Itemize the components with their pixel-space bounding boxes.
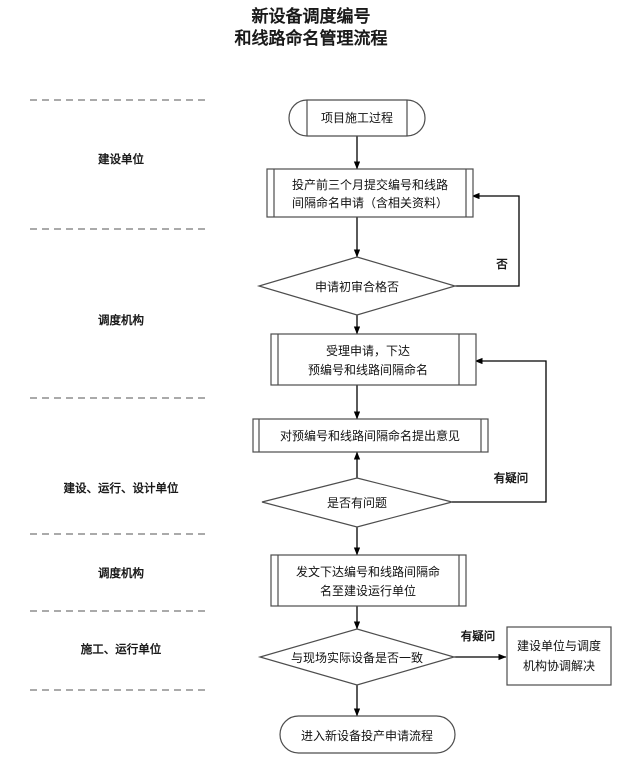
node-end-label: 进入新设备投产申请流程 [301,728,433,743]
node-issue-document[interactable]: 发文下达编号和线路间隔命 名至建设运行单位 [270,554,467,607]
edge-label-review-no: 否 [495,258,508,271]
node-submit-application-label-1: 投产前三个月提交编号和线路 [292,177,448,192]
node-coordinate-resolve-shape [506,626,612,686]
swimlane-labels: 建设单位 调度机构 建设、运行、设计单位 调度机构 施工、运行单位 [64,152,179,656]
swimlane-label-dispatch-org-2: 调度机构 [98,566,144,580]
node-start-shape [288,99,426,137]
swimlane-dividers [30,99,210,691]
node-end-shape [279,715,456,754]
swimlane-label-dispatch-org-1: 调度机构 [98,313,144,327]
node-end[interactable]: 进入新设备投产申请流程 [279,715,456,754]
node-issue-document-label-1: 发文下达编号和线路间隔命 [296,564,440,579]
swimlane-label-construction-operation: 施工、运行单位 [81,642,162,656]
node-problem-decision-label: 是否有问题 [327,496,387,510]
node-submit-application-shape [266,168,474,218]
node-accept-application-shape [270,333,477,386]
node-submit-application[interactable]: 投产前三个月提交编号和线路 间隔命名申请（含相关资料） [266,168,474,218]
node-consistency-decision[interactable]: 与现场实际设备是否一致 [257,628,457,686]
connector-review-no-loopback [455,192,520,287]
swimlane-label-construction-unit: 建设单位 [98,152,144,166]
node-coordinate-resolve-label-1: 建设单位与调度 [517,638,601,653]
connector-problem-doubt-loopback [452,357,547,503]
node-problem-decision-shape [261,477,453,528]
node-give-opinion[interactable]: 对预编号和线路间隔命名提出意见 [252,418,489,453]
node-accept-application-label-2: 预编号和线路间隔命名 [308,362,428,377]
page-title-line-2: 和线路命名管理流程 [235,28,388,48]
node-review-decision[interactable]: 申请初审合格否 [256,256,458,316]
node-coordinate-resolve-label-2: 机构协调解决 [523,658,595,673]
page-title-line-1: 新设备调度编号 [252,6,371,26]
page-title: 新设备调度编号 和线路命名管理流程 [235,6,388,48]
edge-label-consistency-doubt: 有疑问 [461,629,496,643]
node-accept-application[interactable]: 受理申请，下达 预编号和线路间隔命名 [270,333,477,386]
node-give-opinion-label: 对预编号和线路间隔命名提出意见 [280,428,460,443]
node-problem-decision[interactable]: 是否有问题 [261,477,453,528]
node-give-opinion-shape [252,418,489,453]
node-issue-document-label-2: 名至建设运行单位 [320,583,416,598]
node-review-decision-shape [256,256,458,316]
node-accept-application-label-1: 受理申请，下达 [326,344,410,358]
node-review-decision-label: 申请初审合格否 [315,279,399,294]
node-start[interactable]: 项目施工过程 [288,99,426,137]
swimlane-label-construction-operation-design: 建设、运行、设计单位 [64,481,179,495]
node-start-label: 项目施工过程 [321,110,393,125]
node-consistency-decision-label: 与现场实际设备是否一致 [291,650,423,665]
node-consistency-decision-shape [257,628,457,686]
node-submit-application-label-2: 间隔命名申请（含相关资料） [292,195,448,210]
node-issue-document-shape [270,554,467,607]
connectors [353,136,547,717]
edge-label-problem-doubt: 有疑问 [494,471,529,485]
node-coordinate-resolve[interactable]: 建设单位与调度 机构协调解决 [506,626,612,686]
